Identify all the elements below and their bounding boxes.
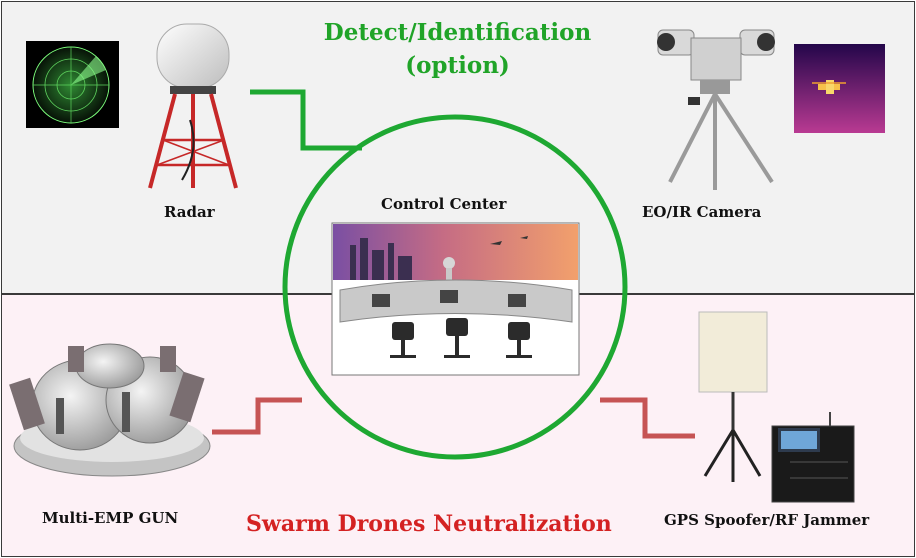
detect-title-line2: (option) bbox=[300, 49, 615, 82]
thermal-view-icon bbox=[794, 44, 885, 133]
jammer-connector bbox=[600, 400, 695, 436]
emp-gun-icon bbox=[9, 344, 210, 476]
control-center-label: Control Center bbox=[381, 195, 506, 213]
jammer-label: GPS Spoofer/RF Jammer bbox=[664, 511, 869, 529]
jammer-icon bbox=[699, 312, 854, 502]
eo-ir-camera-icon bbox=[657, 30, 775, 190]
detect-title: Detect/Identification (option) bbox=[300, 16, 615, 82]
control-center-image bbox=[332, 223, 579, 375]
neutralize-title: Swarm Drones Neutralization bbox=[246, 511, 612, 537]
camera-label: EO/IR Camera bbox=[642, 203, 761, 221]
radar-icon bbox=[150, 24, 236, 188]
emp-gun-label: Multi-EMP GUN bbox=[42, 509, 178, 527]
radar-screen-icon bbox=[26, 41, 119, 128]
radar-label: Radar bbox=[164, 203, 215, 221]
radar-connector bbox=[250, 92, 362, 148]
emp-connector bbox=[212, 400, 302, 432]
detect-title-line1: Detect/Identification bbox=[300, 16, 615, 49]
